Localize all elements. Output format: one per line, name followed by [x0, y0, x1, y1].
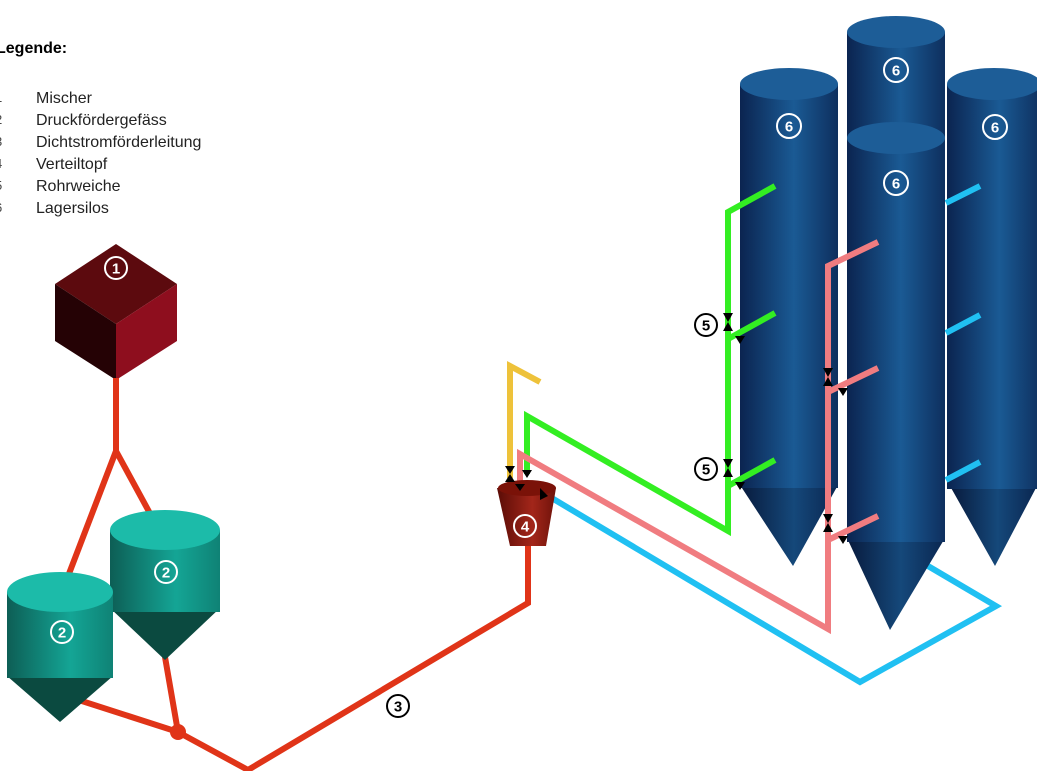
line-pink — [517, 239, 880, 635]
pressure-vessel-left: 2 — [7, 572, 113, 722]
diverter-valve-green-lower — [723, 459, 745, 490]
legend-item-number: 6 — [0, 200, 5, 215]
diverter-valve-pink-lower — [823, 514, 848, 544]
diverter-number: 5 — [702, 318, 710, 335]
diverter-label-lower: 5 — [694, 457, 718, 481]
legend-item-label: Dichtstromförderleitung — [36, 134, 202, 151]
conveying-line-label: 3 — [386, 694, 410, 718]
silo-number: 6 — [892, 63, 900, 80]
diverter-valve-green-upper — [723, 313, 745, 344]
distributor-pot: 4 — [497, 466, 556, 546]
line-blue — [533, 183, 1003, 686]
line-number: 3 — [394, 699, 402, 716]
mixer-number: 1 — [112, 261, 120, 278]
legend-item-label: Verteiltopf — [36, 156, 108, 173]
vessel-number: 2 — [162, 565, 170, 582]
legend-item-number: 3 — [0, 134, 5, 149]
silo-label-right: 6 — [982, 114, 1008, 140]
line-junction — [170, 724, 186, 740]
silo-front — [847, 122, 945, 630]
vessel-number: 2 — [58, 625, 66, 642]
mixer: 1 — [55, 244, 177, 380]
silo-label-back: 6 — [883, 57, 909, 83]
silo-right — [947, 68, 1037, 566]
legend-item-label: Druckfördergefäss — [36, 112, 167, 129]
silo-left — [740, 68, 838, 566]
silo-number: 6 — [892, 176, 900, 193]
legend-title: Legende: — [0, 40, 68, 57]
diverter-number: 5 — [702, 462, 710, 479]
silo-label-front: 6 — [883, 170, 909, 196]
legend-item-label: Rohrweiche — [36, 178, 121, 195]
legend-item-number: 5 — [0, 178, 5, 193]
line-yellow — [507, 361, 542, 478]
legend: Legende: 1 Mischer 2 Druckfördergefäss 3… — [0, 0, 300, 240]
diverter-label-upper: 5 — [694, 313, 718, 337]
legend-item-number: 4 — [0, 156, 5, 171]
legend-item-number: 1 — [0, 90, 5, 105]
legend-item-label: Lagersilos — [36, 200, 109, 217]
pressure-vessel-right: 2 — [110, 510, 220, 660]
silo-number: 6 — [785, 119, 793, 136]
legend-item-label: Mischer — [36, 90, 93, 107]
silo-number: 6 — [991, 120, 999, 137]
distributor-number: 4 — [521, 519, 530, 536]
diverter-valve-pink-upper — [823, 368, 848, 396]
silo-label-left: 6 — [776, 113, 802, 139]
line-green — [524, 183, 777, 537]
legend-item-number: 2 — [0, 112, 5, 127]
